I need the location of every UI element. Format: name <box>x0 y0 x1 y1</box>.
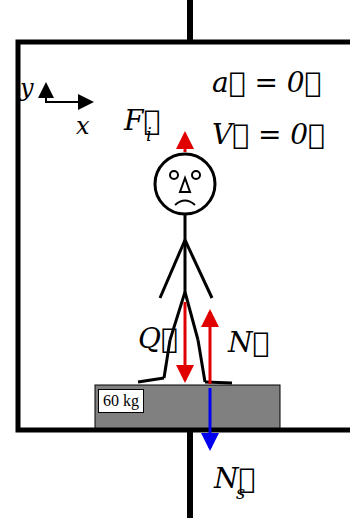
cable <box>187 430 193 518</box>
force-label: N⃗ <box>214 462 255 496</box>
force-arrow <box>184 302 187 380</box>
force-label: Q⃗ <box>138 322 178 356</box>
x-axis <box>45 101 92 103</box>
force-arrow <box>209 388 212 448</box>
y-axis <box>45 84 47 103</box>
force-label: x <box>76 112 90 141</box>
scale-reading: 60 kg <box>103 391 139 410</box>
force-label: i <box>146 124 152 146</box>
scale <box>95 385 280 428</box>
force-label: F⃗ <box>124 104 160 138</box>
cable <box>187 0 193 42</box>
force-label: s <box>236 482 245 504</box>
force-label: a⃗ = 0⃗ <box>212 66 321 100</box>
force-label: V⃗ = 0⃗ <box>212 118 325 152</box>
scale-display: 60 kg <box>98 389 144 413</box>
cabin-frame <box>18 42 350 430</box>
stick-figure <box>138 154 232 383</box>
force-arrow <box>184 134 187 152</box>
force-label: N⃗ <box>228 326 269 360</box>
force-arrow <box>209 312 212 384</box>
force-label: y <box>20 74 34 103</box>
